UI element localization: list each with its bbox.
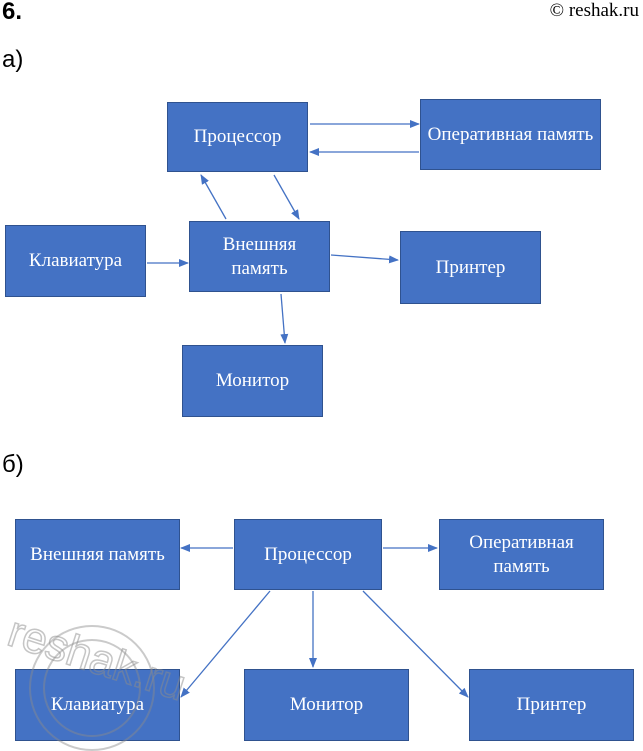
task-number: 6. bbox=[2, 0, 23, 25]
b-node-external-memory-text: Внешняя память bbox=[30, 543, 165, 565]
a-arrow-external-to-printer bbox=[330, 254, 399, 264]
a-arrow-external-to-processor bbox=[200, 174, 227, 220]
b-node-monitor: Монитор bbox=[244, 669, 409, 741]
b-node-printer: Принтер bbox=[469, 669, 634, 741]
b-node-ram-text: Оперативная память bbox=[469, 531, 574, 577]
b-node-monitor-text: Монитор bbox=[289, 694, 364, 715]
b-node-processor: Процессор bbox=[234, 519, 382, 590]
a-node-ram-text: Оперативная память bbox=[427, 123, 594, 145]
b-node-printer-text: Принтер bbox=[516, 694, 587, 715]
a-node-processor-text: Процессор bbox=[193, 126, 282, 147]
diagram-b-label: б) bbox=[2, 451, 24, 478]
b-node-keyboard-text: Клавиатура bbox=[50, 694, 145, 715]
a-node-monitor: Монитор bbox=[182, 345, 323, 417]
a-node-external-memory-text: Внешняя память bbox=[222, 233, 297, 279]
a-node-printer: Принтер bbox=[400, 231, 541, 304]
a-node-printer-text: Принтер bbox=[435, 256, 506, 278]
a-node-keyboard: Клавиатура bbox=[5, 225, 146, 297]
a-node-monitor-text: Монитор bbox=[215, 370, 290, 391]
b-node-keyboard: Клавиатура bbox=[15, 669, 180, 741]
b-node-external-memory: Внешняя память bbox=[15, 519, 180, 590]
diagram-a-label: а) bbox=[2, 46, 24, 73]
copyright-text: © reshak.ru bbox=[549, 0, 639, 21]
a-arrow-processor-to-external bbox=[273, 174, 300, 220]
a-node-processor: Процессор bbox=[167, 102, 308, 172]
a-node-external-memory: Внешняя память bbox=[189, 221, 330, 292]
b-node-ram: Оперативная память bbox=[439, 519, 604, 590]
a-node-keyboard-text: Клавиатура bbox=[28, 250, 123, 271]
a-arrow-external-to-monitor bbox=[280, 293, 289, 344]
a-node-ram: Оперативная память bbox=[420, 99, 601, 170]
b-node-processor-text: Процессор bbox=[264, 543, 352, 565]
